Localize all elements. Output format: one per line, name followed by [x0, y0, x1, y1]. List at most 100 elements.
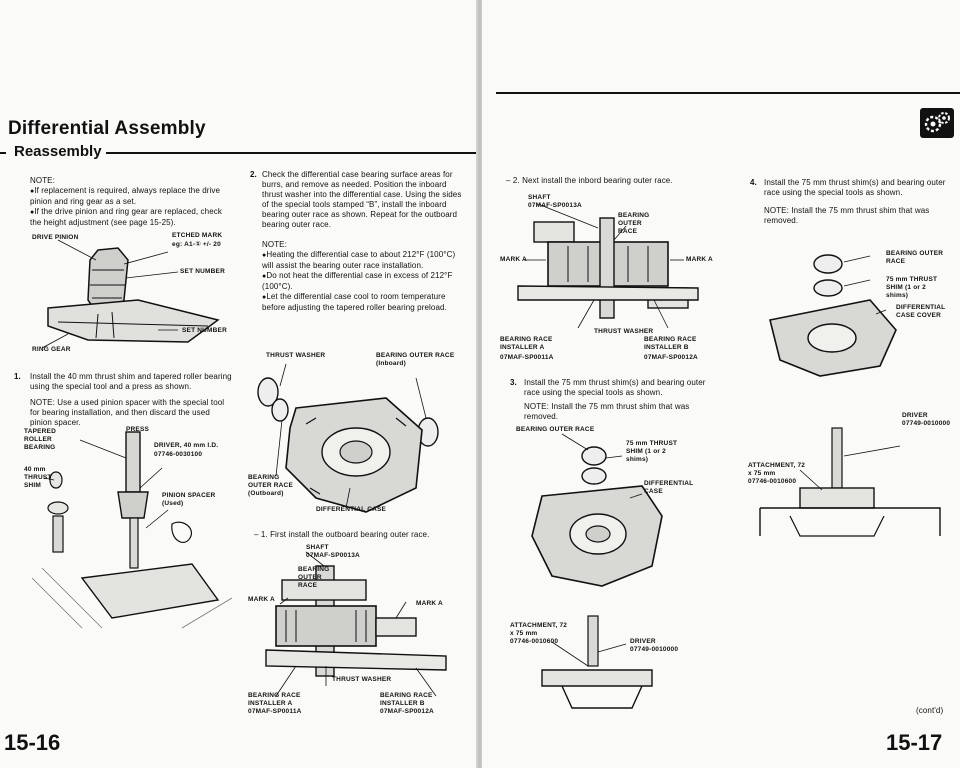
outboard-installer-diagram: SHAFT 07MAF-SP0013A BEARING OUTER RACE M… [246, 544, 468, 722]
label-mark-a-right: MARK A [416, 600, 443, 607]
differential-case-diagram: THRUST WASHER BEARING OUTER RACE (Inboar… [246, 348, 468, 526]
label-outer-race-inboard: BEARING OUTER RACE (Inboard) [376, 352, 455, 367]
label-bearing-outer-race: BEARING OUTER RACE [618, 212, 650, 235]
drive-pinion-diagram: DRIVE PINION ETCHED MARK eg: A1-① +/- 20… [28, 230, 238, 360]
label-shaft-part: 07MAF-SP0013A [306, 552, 360, 559]
label-thrust-washer-2: THRUST WASHER [332, 676, 392, 683]
step-3-diagram: BEARING OUTER RACE 75 mm THRUST SHIM (1 … [502, 426, 720, 716]
step-4-note: NOTE: Install the 75 mm thrust shim that… [764, 206, 930, 225]
step-2-note-item-3: Let the differential case cool to room t… [262, 292, 468, 313]
label-installer-b: BEARING RACE INSTALLER B [380, 692, 433, 707]
step-3-drawing [531, 433, 663, 709]
label-driver-40: DRIVER, 40 mm I.D. [154, 442, 219, 449]
substep-1-text: – 1. First install the outboard bearing … [254, 530, 430, 539]
inboard-installer-drawing [517, 203, 699, 329]
label-mark-a-right: MARK A [686, 256, 713, 263]
label-set-number-top: SET NUMBER [180, 268, 225, 275]
label-attachment-part: 07746-0010600 [748, 478, 797, 485]
page-title: Differential Assembly [8, 118, 206, 139]
page-number-left: 15-16 [4, 730, 61, 755]
label-attachment: ATTACHMENT, 72 x 75 mm [748, 462, 806, 477]
step-1-note: NOTE: Use a used pinion spacer with the … [30, 398, 225, 427]
press-diagram: TAPERED ROLLER BEARING PRESS DRIVER, 40 … [22, 426, 236, 648]
label-thrust-shim-40: 40 mm THRUST SHIM [24, 466, 52, 489]
step-3-number: 3. [510, 378, 517, 387]
label-press: PRESS [126, 426, 150, 433]
label-attachment: ATTACHMENT, 72 x 75 mm [510, 622, 568, 637]
label-differential-case: DIFFERENTIAL CASE [316, 506, 387, 513]
label-shaft: SHAFT [306, 544, 329, 551]
label-ring-gear: RING GEAR [32, 346, 71, 353]
step-1-number: 1. [14, 372, 21, 381]
note-item-1: If replacement is required, always repla… [30, 186, 230, 207]
label-shaft: SHAFT [528, 194, 551, 201]
step-2-note: NOTE: Heating the differential case to a… [262, 240, 468, 313]
label-mark-a-left: MARK A [500, 256, 527, 263]
note-heading: NOTE: [30, 176, 55, 185]
step-2-text: Check the differential case bearing surf… [262, 170, 462, 229]
label-installer-a-part: 07MAF-SP0011A [248, 708, 302, 715]
page-number-right: 15-17 [886, 730, 943, 755]
label-driver-40-part: 07746-0030100 [154, 451, 203, 458]
subtitle-rule [106, 152, 478, 154]
label-installer-b: BEARING RACE INSTALLER B [644, 336, 697, 351]
label-differential-case: DIFFERENTIAL CASE [644, 480, 694, 495]
right-page: – 2. Next install the inbord bearing out… [482, 0, 960, 768]
step-2-note-item-2: Do not heat the differential case in exc… [262, 271, 468, 292]
step-2-note-item-1-text: Heating the differential case to about 2… [262, 250, 456, 270]
label-differential-case-cover: DIFFERENTIAL CASE COVER [896, 304, 946, 319]
label-thrust-washer: THRUST WASHER [594, 328, 654, 335]
gears-icon-shape [924, 112, 950, 133]
label-etched-mark: ETCHED MARK [172, 232, 223, 239]
step-2-number: 2. [250, 170, 257, 179]
step-2-note-item-3-text: Let the differential case cool to room t… [262, 292, 447, 312]
label-attachment-part: 07746-0010600 [510, 638, 559, 645]
step-4-text: Install the 75 mm thrust shim(s) and bea… [764, 178, 946, 197]
outboard-installer-drawing [265, 551, 447, 697]
inboard-installer-diagram: SHAFT 07MAF-SP0013A BEARING OUTER RACE M… [498, 188, 720, 368]
subtitle-rule-left [0, 152, 6, 154]
label-pinion-spacer: PINION SPACER (Used) [162, 492, 216, 507]
label-installer-a: BEARING RACE INSTALLER A [500, 336, 553, 351]
label-outer-race-outboard: BEARING OUTER RACE (Outboard) [248, 474, 293, 497]
label-bearing-outer-race: BEARING OUTER RACE [886, 250, 944, 265]
step-2-note-item-1: Heating the differential case to about 2… [262, 250, 468, 271]
left-page: Differential Assembly Reassembly NOTE: I… [0, 0, 478, 768]
label-driver-part: 07749-0010000 [630, 646, 679, 653]
differential-case-drawing [257, 363, 439, 513]
step-2-note-item-2-text: Do not heat the differential case in exc… [262, 271, 453, 291]
label-installer-a: BEARING RACE INSTALLER A [248, 692, 301, 707]
label-thrust-washer: THRUST WASHER [266, 352, 326, 359]
continued-note: (cont'd) [916, 706, 944, 715]
step-2-note-heading: NOTE: [262, 240, 287, 249]
label-bearing-outer-race: BEARING OUTER RACE [298, 566, 330, 589]
label-mark-a-left: MARK A [248, 596, 275, 603]
label-installer-a-part: 07MAF-SP0011A [500, 354, 554, 361]
drive-pinion-drawing [41, 239, 220, 349]
note-item-2: If the drive pinion and ring gear are re… [30, 207, 230, 228]
step-3-text: Install the 75 mm thrust shim(s) and bea… [524, 378, 706, 397]
section-subtitle: Reassembly [14, 143, 102, 160]
label-thrust-shim: 75 mm THRUST SHIM (1 or 2 shims) [626, 440, 678, 463]
book-spine [476, 0, 484, 768]
label-installer-b-part: 07MAF-SP0012A [644, 354, 698, 361]
press-drawing [31, 431, 233, 629]
label-bearing-outer-race: BEARING OUTER RACE [516, 426, 595, 433]
step-3-note: NOTE: Install the 75 mm thrust shim that… [524, 402, 690, 421]
gears-icon [920, 108, 954, 138]
label-driver-part: 07749-0010000 [902, 420, 951, 427]
step-1-text: Install the 40 mm thrust shim and tapere… [30, 372, 232, 391]
label-drive-pinion: DRIVE PINION [32, 234, 79, 241]
substep-2-text: – 2. Next install the inbord bearing out… [506, 176, 673, 185]
label-tapered-roller-bearing: TAPERED ROLLER BEARING [24, 428, 56, 451]
top-rule [496, 92, 960, 94]
step-4-drawing [759, 254, 941, 537]
label-installer-b-part: 07MAF-SP0012A [380, 708, 434, 715]
label-driver: DRIVER [630, 638, 656, 645]
label-set-number-bottom: SET NUMBER [182, 327, 227, 334]
note-item-2-text: If the drive pinion and ring gear are re… [30, 207, 222, 227]
step-4-number: 4. [750, 178, 757, 187]
label-driver: DRIVER [902, 412, 928, 419]
label-shaft-part: 07MAF-SP0013A [528, 202, 582, 209]
note-item-1-text: If replacement is required, always repla… [30, 186, 221, 206]
